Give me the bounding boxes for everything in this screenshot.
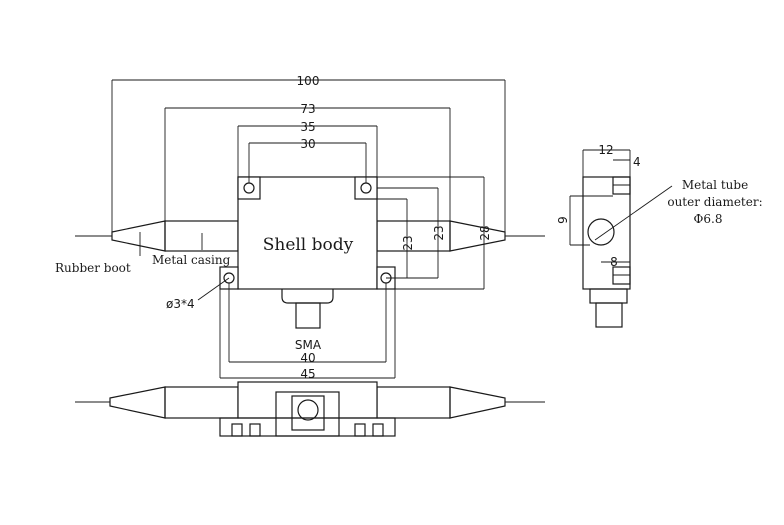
callout-labels: Shell body Rubber boot Metal casing ø3*4… xyxy=(55,178,763,352)
side-ear-top xyxy=(612,176,631,195)
shell-body-label: Shell body xyxy=(263,235,354,255)
metal-tube-leader xyxy=(594,185,673,241)
front-sma-housing xyxy=(275,391,340,437)
dim-23-outer: 23 xyxy=(432,225,446,240)
metal-casing-label: Metal casing xyxy=(152,253,231,267)
dim-9: 9 xyxy=(556,216,570,224)
front-base-flange xyxy=(219,417,396,437)
side-ear-bottom xyxy=(612,266,631,285)
side-view xyxy=(569,149,673,328)
dim-73: 73 xyxy=(300,102,315,116)
dim-40: 40 xyxy=(300,351,315,365)
dim-12: 12 xyxy=(598,143,613,157)
shell-body xyxy=(237,176,378,290)
metal-tube-label-3: Φ6.8 xyxy=(694,212,723,226)
dim-30: 30 xyxy=(300,137,315,151)
dim-45: 45 xyxy=(300,367,315,381)
front-sma-face xyxy=(291,395,325,431)
hole-label: ø3*4 xyxy=(166,297,195,311)
dimension-labels: 100 73 35 30 40 45 23 23 28 12 4 9 8 xyxy=(297,74,641,381)
dim-100: 100 xyxy=(297,74,320,88)
rubber-boot-label: Rubber boot xyxy=(55,261,131,275)
left-metal-casing xyxy=(164,220,239,252)
sma-label: SMA xyxy=(295,338,322,352)
front-left-boot xyxy=(109,386,166,419)
metal-tube-label-2: outer diameter: xyxy=(667,195,762,209)
dim-28: 28 xyxy=(478,225,492,240)
top-view xyxy=(75,79,545,379)
metal-tube-label-1: Metal tube xyxy=(682,178,748,192)
left-rubber-boot xyxy=(111,220,166,252)
metal-tube-circle xyxy=(587,218,615,246)
front-sma-port xyxy=(297,399,319,421)
side-base xyxy=(589,288,628,304)
dim-35: 35 xyxy=(300,120,315,134)
front-view xyxy=(75,381,545,437)
front-left-casing xyxy=(164,386,239,419)
front-right-casing xyxy=(376,386,451,419)
hole-leader xyxy=(197,277,230,301)
sma-base xyxy=(281,289,334,304)
dim-4: 4 xyxy=(633,155,641,169)
side-sma xyxy=(595,302,623,328)
dim-8: 8 xyxy=(610,255,618,269)
front-right-boot xyxy=(449,386,506,419)
sma-connector xyxy=(295,302,321,329)
dim-23-inner: 23 xyxy=(401,235,415,250)
